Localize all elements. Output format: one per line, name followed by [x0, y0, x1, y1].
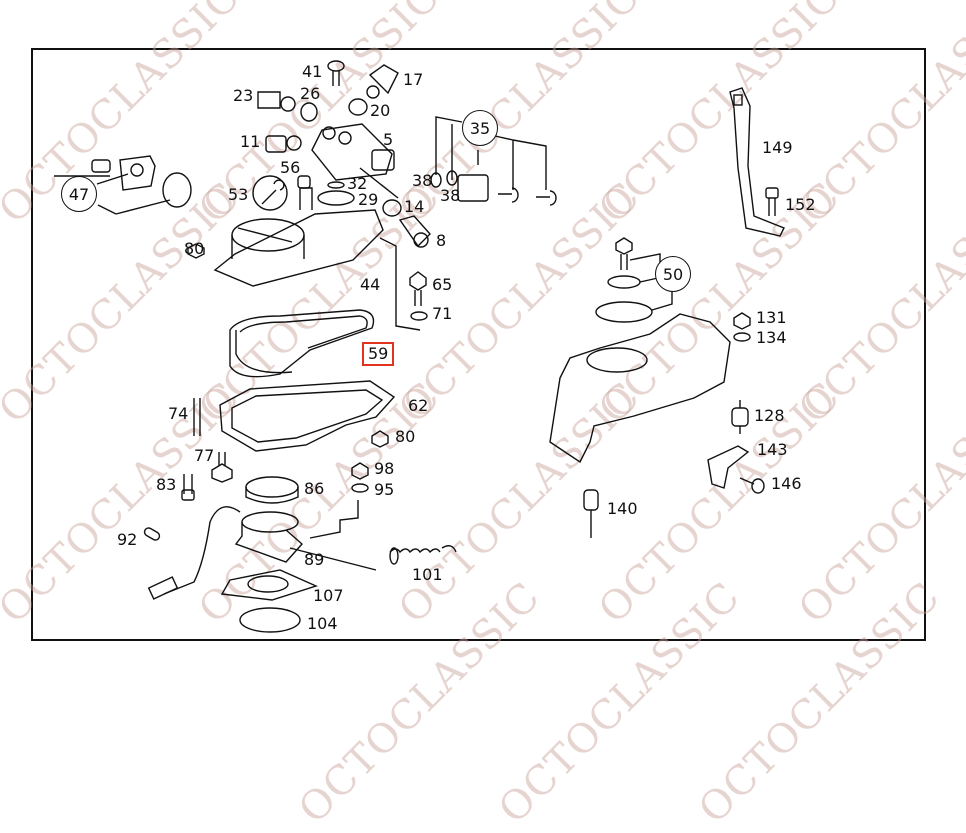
part-label-89[interactable]: 89: [304, 550, 325, 569]
part-label-128[interactable]: 128: [754, 406, 785, 425]
diagram-frame: [31, 48, 926, 641]
part-label-26[interactable]: 26: [300, 84, 321, 103]
part-label-134[interactable]: 134: [756, 328, 787, 347]
part-label-77[interactable]: 77: [194, 446, 215, 465]
part-label-140[interactable]: 140: [607, 499, 638, 518]
part-134-washer: [733, 332, 751, 342]
part-label-92[interactable]: 92: [117, 530, 138, 549]
part-label-74[interactable]: 74: [168, 404, 189, 423]
part-label-149[interactable]: 149: [762, 138, 793, 157]
part-29-oring: [317, 190, 355, 206]
part-59-cover: [229, 309, 375, 378]
part-label-56[interactable]: 56: [280, 158, 301, 177]
part-128-mount: [731, 400, 749, 434]
part-label-38-2[interactable]: 38: [440, 186, 461, 205]
part-17-fitting: [366, 64, 399, 99]
part-56-cap: [297, 175, 311, 189]
part-8-fitting: [398, 215, 431, 248]
part-label-95[interactable]: 95: [374, 480, 395, 499]
group-callout-47[interactable]: 47: [61, 176, 97, 212]
part-label-83[interactable]: 83: [156, 475, 177, 494]
part-label-32[interactable]: 32: [347, 174, 368, 193]
part-label-143[interactable]: 143: [757, 440, 788, 459]
part-label-14[interactable]: 14: [404, 197, 425, 216]
part-26-washer: [300, 102, 318, 122]
part-140-mount: [583, 489, 599, 538]
part-86-clamp: [245, 476, 299, 504]
part-carburetor-body: [549, 313, 731, 464]
part-95-washer: [351, 483, 369, 493]
part-44-throttle-housing: [213, 187, 384, 287]
part-label-65[interactable]: 65: [432, 275, 453, 294]
part-20-washer: [348, 98, 368, 116]
part-label-131[interactable]: 131: [756, 308, 787, 327]
part-label-53[interactable]: 53: [228, 185, 249, 204]
part-label-107[interactable]: 107: [313, 586, 344, 605]
part-label-8[interactable]: 8: [436, 231, 447, 250]
part-107-gasket: [220, 569, 318, 601]
part-label-152[interactable]: 152: [785, 195, 816, 214]
part-44-leader: [379, 237, 421, 331]
part-label-104[interactable]: 104: [307, 614, 338, 633]
part-label-41[interactable]: 41: [302, 62, 323, 81]
part-label-29[interactable]: 29: [358, 190, 379, 209]
part-92-pin: [143, 527, 161, 541]
part-label-71[interactable]: 71: [432, 304, 453, 323]
part-label-62[interactable]: 62: [408, 396, 429, 415]
part-80-nut-2: [371, 430, 389, 448]
part-53-wrench-symbol: [252, 175, 288, 211]
part-label-23[interactable]: 23: [233, 86, 254, 105]
part-152-bolt: [765, 187, 779, 216]
part-23-fitting: [257, 91, 296, 112]
part-98-nut: [351, 462, 369, 480]
part-label-59-highlighted[interactable]: 59: [362, 342, 395, 366]
part-104-oring: [239, 607, 301, 633]
part-62-gasket: [219, 380, 396, 452]
group-callout-35[interactable]: 35: [462, 110, 498, 146]
part-label-86[interactable]: 86: [304, 479, 325, 498]
part-149-bracket: [729, 87, 785, 237]
part-label-38[interactable]: 38: [412, 171, 433, 190]
part-14-washer: [382, 199, 402, 217]
part-label-44[interactable]: 44: [360, 275, 381, 294]
part-146-bolt: [739, 477, 765, 494]
part-71-washer: [410, 311, 428, 321]
part-65-bolt: [409, 271, 427, 306]
part-label-98[interactable]: 98: [374, 459, 395, 478]
part-131-nut: [733, 312, 751, 330]
part-74-stud: [193, 398, 201, 436]
part-89-throttle-body: [147, 500, 377, 600]
part-label-17[interactable]: 17: [403, 70, 424, 89]
part-35-group-lines: [430, 116, 557, 206]
part-143-bracket: [707, 445, 750, 489]
part-label-5[interactable]: 5: [383, 130, 394, 149]
part-47-flange: [54, 155, 192, 215]
part-77-bolt: [211, 452, 233, 483]
part-5-distributor-head: [311, 123, 399, 199]
part-label-11[interactable]: 11: [240, 132, 261, 151]
part-label-146[interactable]: 146: [771, 474, 802, 493]
part-label-20[interactable]: 20: [370, 101, 391, 120]
part-83-screw: [181, 474, 195, 501]
part-80-nut: [187, 243, 205, 259]
part-label-80-2[interactable]: 80: [395, 427, 416, 446]
part-41-screw: [327, 60, 345, 86]
part-101-spring: [389, 545, 457, 565]
parts-line-art: [54, 60, 785, 633]
part-32-oring: [327, 181, 345, 189]
part-label-101[interactable]: 101: [412, 565, 443, 584]
part-label-80[interactable]: 80: [184, 239, 205, 258]
part-11-fitting: [265, 135, 302, 153]
group-callout-50[interactable]: 50: [655, 256, 691, 292]
